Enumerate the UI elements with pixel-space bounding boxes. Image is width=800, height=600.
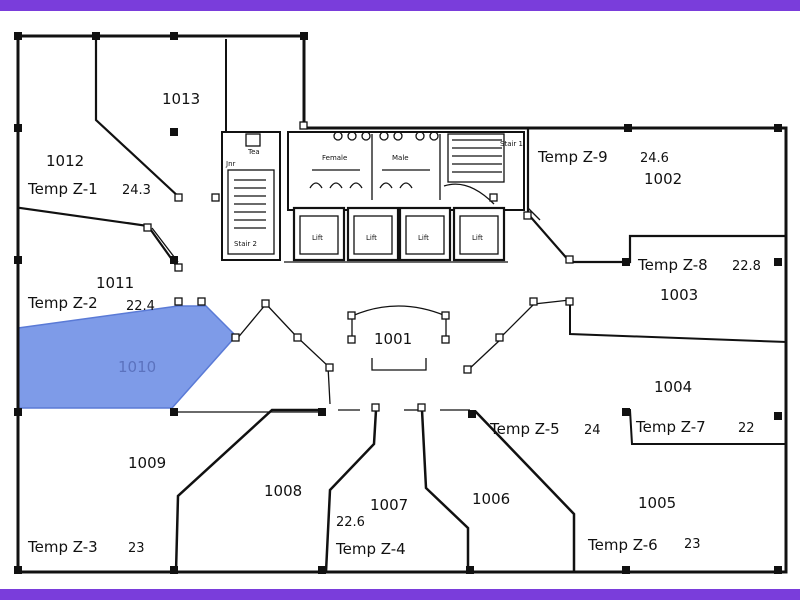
zone-6-label: Temp Z-6 <box>587 536 658 554</box>
room-1010-label[interactable]: 1010 <box>118 358 156 376</box>
room-1009-label[interactable]: 1009 <box>128 454 166 472</box>
room-1007-label[interactable]: 1007 <box>370 496 408 514</box>
room-1012-label[interactable]: 1012 <box>46 152 84 170</box>
zone-9-value: 24.6 <box>640 151 669 166</box>
room-1006-label[interactable]: 1006 <box>472 490 510 508</box>
room-1005-label[interactable]: 1005 <box>638 494 676 512</box>
lift-2-label: Lift <box>366 234 377 242</box>
room-1002-label[interactable]: 1002 <box>644 170 682 188</box>
tea-room-label: Tea <box>247 148 260 156</box>
zone-1-value: 24.3 <box>122 183 151 198</box>
zone-9-label: Temp Z-9 <box>537 148 608 166</box>
zone-8-value: 22.8 <box>732 259 761 274</box>
thermostat-sensors <box>143 121 574 412</box>
core-labels: Female Male Stair 1 Stair 2 Tea Jnr Lift… <box>225 140 523 248</box>
room-1003-label[interactable]: 1003 <box>660 286 698 304</box>
male-restroom-label: Male <box>392 154 409 162</box>
zone-3-label: Temp Z-3 <box>27 538 98 556</box>
room-1013-label[interactable]: 1013 <box>162 90 200 108</box>
stair-1-label: Stair 1 <box>500 140 523 148</box>
top-frame-bar <box>0 0 800 11</box>
zone-labels: Temp Z-1 24.3 Temp Z-2 22.4 Temp Z-3 23 … <box>27 148 761 558</box>
room-1010-highlight[interactable] <box>17 305 238 409</box>
female-restroom-label: Female <box>322 154 347 162</box>
building-core <box>221 131 525 263</box>
zone-5-value: 24 <box>584 423 601 438</box>
janitor-room-label: Jnr <box>225 160 236 168</box>
zone-3-value: 23 <box>128 541 145 556</box>
zone-4-label: Temp Z-4 <box>335 540 406 558</box>
zone-1-label: Temp Z-1 <box>27 180 98 198</box>
zone-4-value: 22.6 <box>336 515 365 530</box>
bottom-frame-bar <box>0 589 800 600</box>
structural-columns <box>14 32 782 574</box>
stair-2-label: Stair 2 <box>234 240 257 248</box>
lift-3-label: Lift <box>418 234 429 242</box>
room-1008-label[interactable]: 1008 <box>264 482 302 500</box>
zone-8-label: Temp Z-8 <box>637 256 708 274</box>
room-labels: 1013 1012 1011 1010 1009 1008 1007 1006 … <box>46 90 698 514</box>
room-1004-label[interactable]: 1004 <box>654 378 692 396</box>
interior-walls <box>18 38 788 574</box>
zone-2-value: 22.4 <box>126 299 155 314</box>
zone-7-label: Temp Z-7 <box>635 418 706 436</box>
room-1011-label[interactable]: 1011 <box>96 274 134 292</box>
lift-4-label: Lift <box>472 234 483 242</box>
zone-7-value: 22 <box>738 421 755 436</box>
zone-2-label: Temp Z-2 <box>27 294 98 312</box>
lift-1-label: Lift <box>312 234 323 242</box>
zone-5-label: Temp Z-5 <box>489 420 560 438</box>
room-1001-label[interactable]: 1001 <box>374 330 412 348</box>
zone-6-value: 23 <box>684 537 701 552</box>
